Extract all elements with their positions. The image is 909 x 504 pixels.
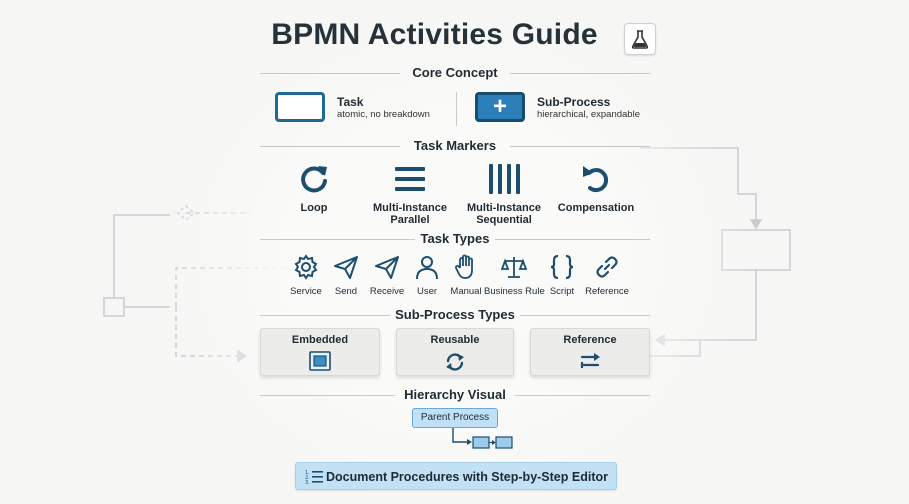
task-desc: atomic, no breakdown — [337, 109, 430, 120]
send-icon — [334, 256, 358, 279]
sub-process-type-reusable: Reusable — [396, 328, 514, 376]
sub-process-description: Sub-Process hierarchical, expandable — [537, 95, 640, 120]
task-name: Task — [337, 95, 364, 109]
task-type-user: User — [397, 254, 457, 297]
task-type-receive: Receive — [357, 254, 417, 297]
section-task-types: Task Types — [260, 231, 650, 247]
plus-icon: + — [492, 93, 507, 120]
reference-arrows-icon — [580, 353, 600, 368]
section-title: Hierarchy Visual — [404, 387, 506, 402]
svg-text:2.: 2. — [305, 475, 310, 481]
page-title: BPMN Activities Guide — [0, 18, 909, 52]
hierarchy-children — [452, 428, 513, 449]
task-type-label: User — [416, 286, 438, 297]
task-shape — [275, 92, 325, 122]
sub-process-type-label: Embedded — [291, 334, 349, 346]
svg-text:3.: 3. — [305, 480, 310, 485]
sub-process-name: Sub-Process — [537, 95, 611, 109]
embedded-icon — [309, 351, 331, 371]
task-type-label: Send — [334, 286, 358, 297]
core-concept-divider — [456, 92, 457, 126]
gear-icon — [294, 254, 318, 280]
user-icon — [416, 256, 438, 280]
task-type-label: Script — [549, 286, 575, 297]
sub-process-type-label: Reference — [563, 334, 617, 346]
refresh-icon — [446, 353, 464, 371]
svg-text:1.: 1. — [305, 470, 310, 476]
numbered-list-icon: 1. 2. 3. — [305, 470, 323, 485]
marker-label-line2: Sequential — [476, 214, 532, 226]
task-type-label: Manual — [450, 286, 482, 297]
marker-compensation: Compensation — [548, 162, 644, 214]
link-icon — [596, 256, 618, 278]
section-core-concept: Core Concept — [260, 65, 650, 81]
parent-process-box: Parent Process — [412, 408, 498, 428]
section-title: Task Markers — [413, 138, 497, 153]
sequential-bars-icon — [489, 164, 520, 194]
cta-label: Document Procedures with Step-by-Step Ed… — [326, 470, 608, 484]
flask-icon — [624, 23, 656, 55]
title-text: BPMN Activities Guide — [271, 18, 598, 51]
task-type-manual: Manual — [436, 254, 496, 297]
marker-label-line1: Multi-Instance — [373, 202, 447, 214]
marker-label: Multi-Instance Sequential — [456, 202, 552, 226]
section-sub-process-types: Sub-Process Types — [260, 307, 650, 323]
section-title: Task Types — [420, 231, 490, 246]
task-type-business-rule: Business Rule — [484, 254, 545, 297]
sub-process-type-label: Reusable — [430, 334, 480, 346]
marker-label-line1: Multi-Instance — [467, 202, 541, 214]
compensation-icon — [583, 166, 609, 193]
task-type-send: Send — [316, 254, 376, 297]
sub-process-shape: + — [475, 92, 525, 122]
marker-label: Loop — [300, 202, 328, 214]
task-type-label: Reference — [585, 286, 629, 297]
marker-multi-instance-parallel: Multi-Instance Parallel — [362, 162, 458, 226]
hand-icon — [455, 254, 473, 279]
task-type-label: Business Rule — [484, 286, 545, 297]
scales-icon — [501, 257, 527, 278]
section-hierarchy-visual: Hierarchy Visual — [260, 387, 650, 403]
receive-icon — [375, 256, 399, 279]
section-title: Core Concept — [412, 65, 498, 80]
task-type-label: Receive — [369, 286, 405, 297]
section-title: Sub-Process Types — [395, 307, 515, 322]
braces-icon — [550, 254, 574, 280]
sub-process-desc: hierarchical, expandable — [537, 109, 640, 120]
marker-multi-instance-sequential: Multi-Instance Sequential — [456, 162, 552, 226]
marker-loop: Loop — [266, 162, 362, 214]
step-by-step-editor-button[interactable]: 1. 2. 3. Document Procedures with Step-b… — [295, 462, 617, 490]
marker-label: Multi-Instance Parallel — [362, 202, 458, 226]
task-type-service: Service — [276, 254, 336, 297]
parallel-bars-icon — [395, 167, 425, 191]
task-type-script: Script — [532, 254, 592, 297]
section-task-markers: Task Markers — [260, 138, 650, 154]
task-type-label: Service — [290, 286, 322, 297]
task-type-reference: Reference — [577, 254, 637, 297]
sub-process-type-reference: Reference — [530, 328, 650, 376]
marker-label-line2: Parallel — [390, 214, 430, 226]
sub-process-type-embedded: Embedded — [260, 328, 380, 376]
marker-label: Compensation — [557, 202, 635, 214]
loop-icon — [301, 166, 327, 193]
task-description: Task atomic, no breakdown — [337, 95, 430, 120]
